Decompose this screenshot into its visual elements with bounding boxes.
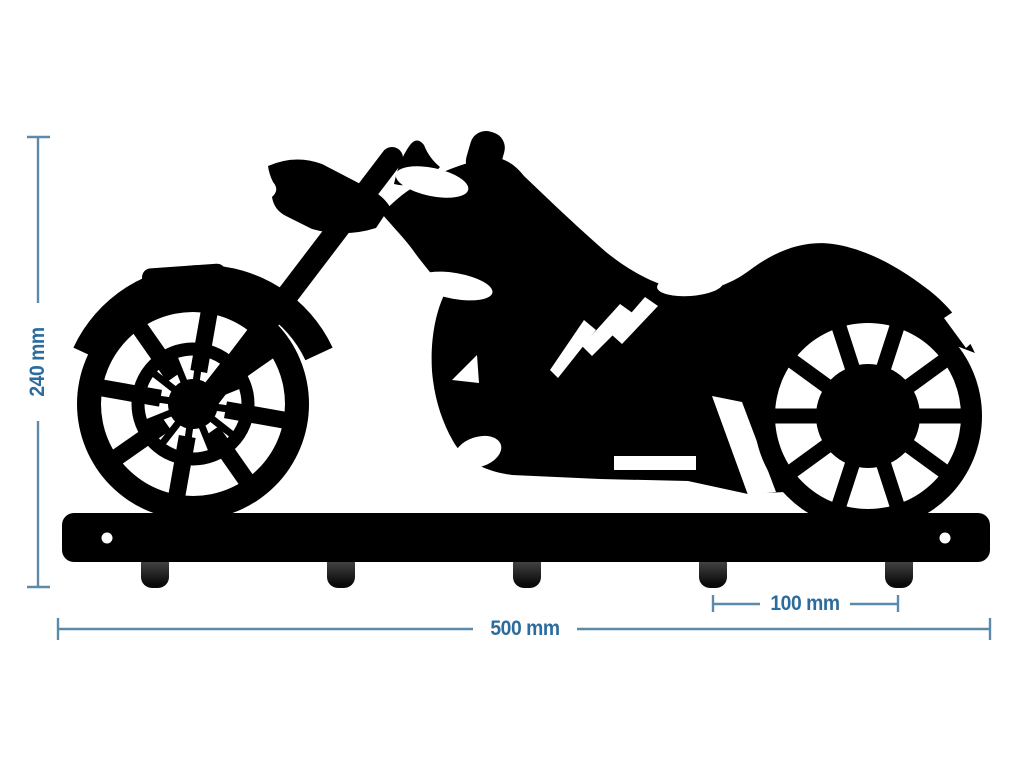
mounting-bar [62,513,990,562]
front-fender [73,263,333,361]
engine-vent [550,320,596,378]
height-dimension-label: 240 mm [26,327,49,397]
body-cutouts [329,166,776,495]
width-dimension-line [56,618,992,640]
screw-hole [101,532,113,544]
width-dimension-label: 500 mm [490,617,560,640]
height-dimension-line [27,135,50,589]
rear-wheel [754,302,982,530]
engine-vent [582,304,634,356]
hook-spacing-dimension-line [711,595,900,612]
screw-hole [939,532,951,544]
dimension-lines [27,135,992,640]
engine-vent [612,297,658,344]
rear-wheel-spokes [771,321,965,511]
hook-spacing-dimension-label: 100 mm [770,592,840,615]
fender-tip-notch [944,306,988,348]
handlebar-bandana [268,159,390,234]
